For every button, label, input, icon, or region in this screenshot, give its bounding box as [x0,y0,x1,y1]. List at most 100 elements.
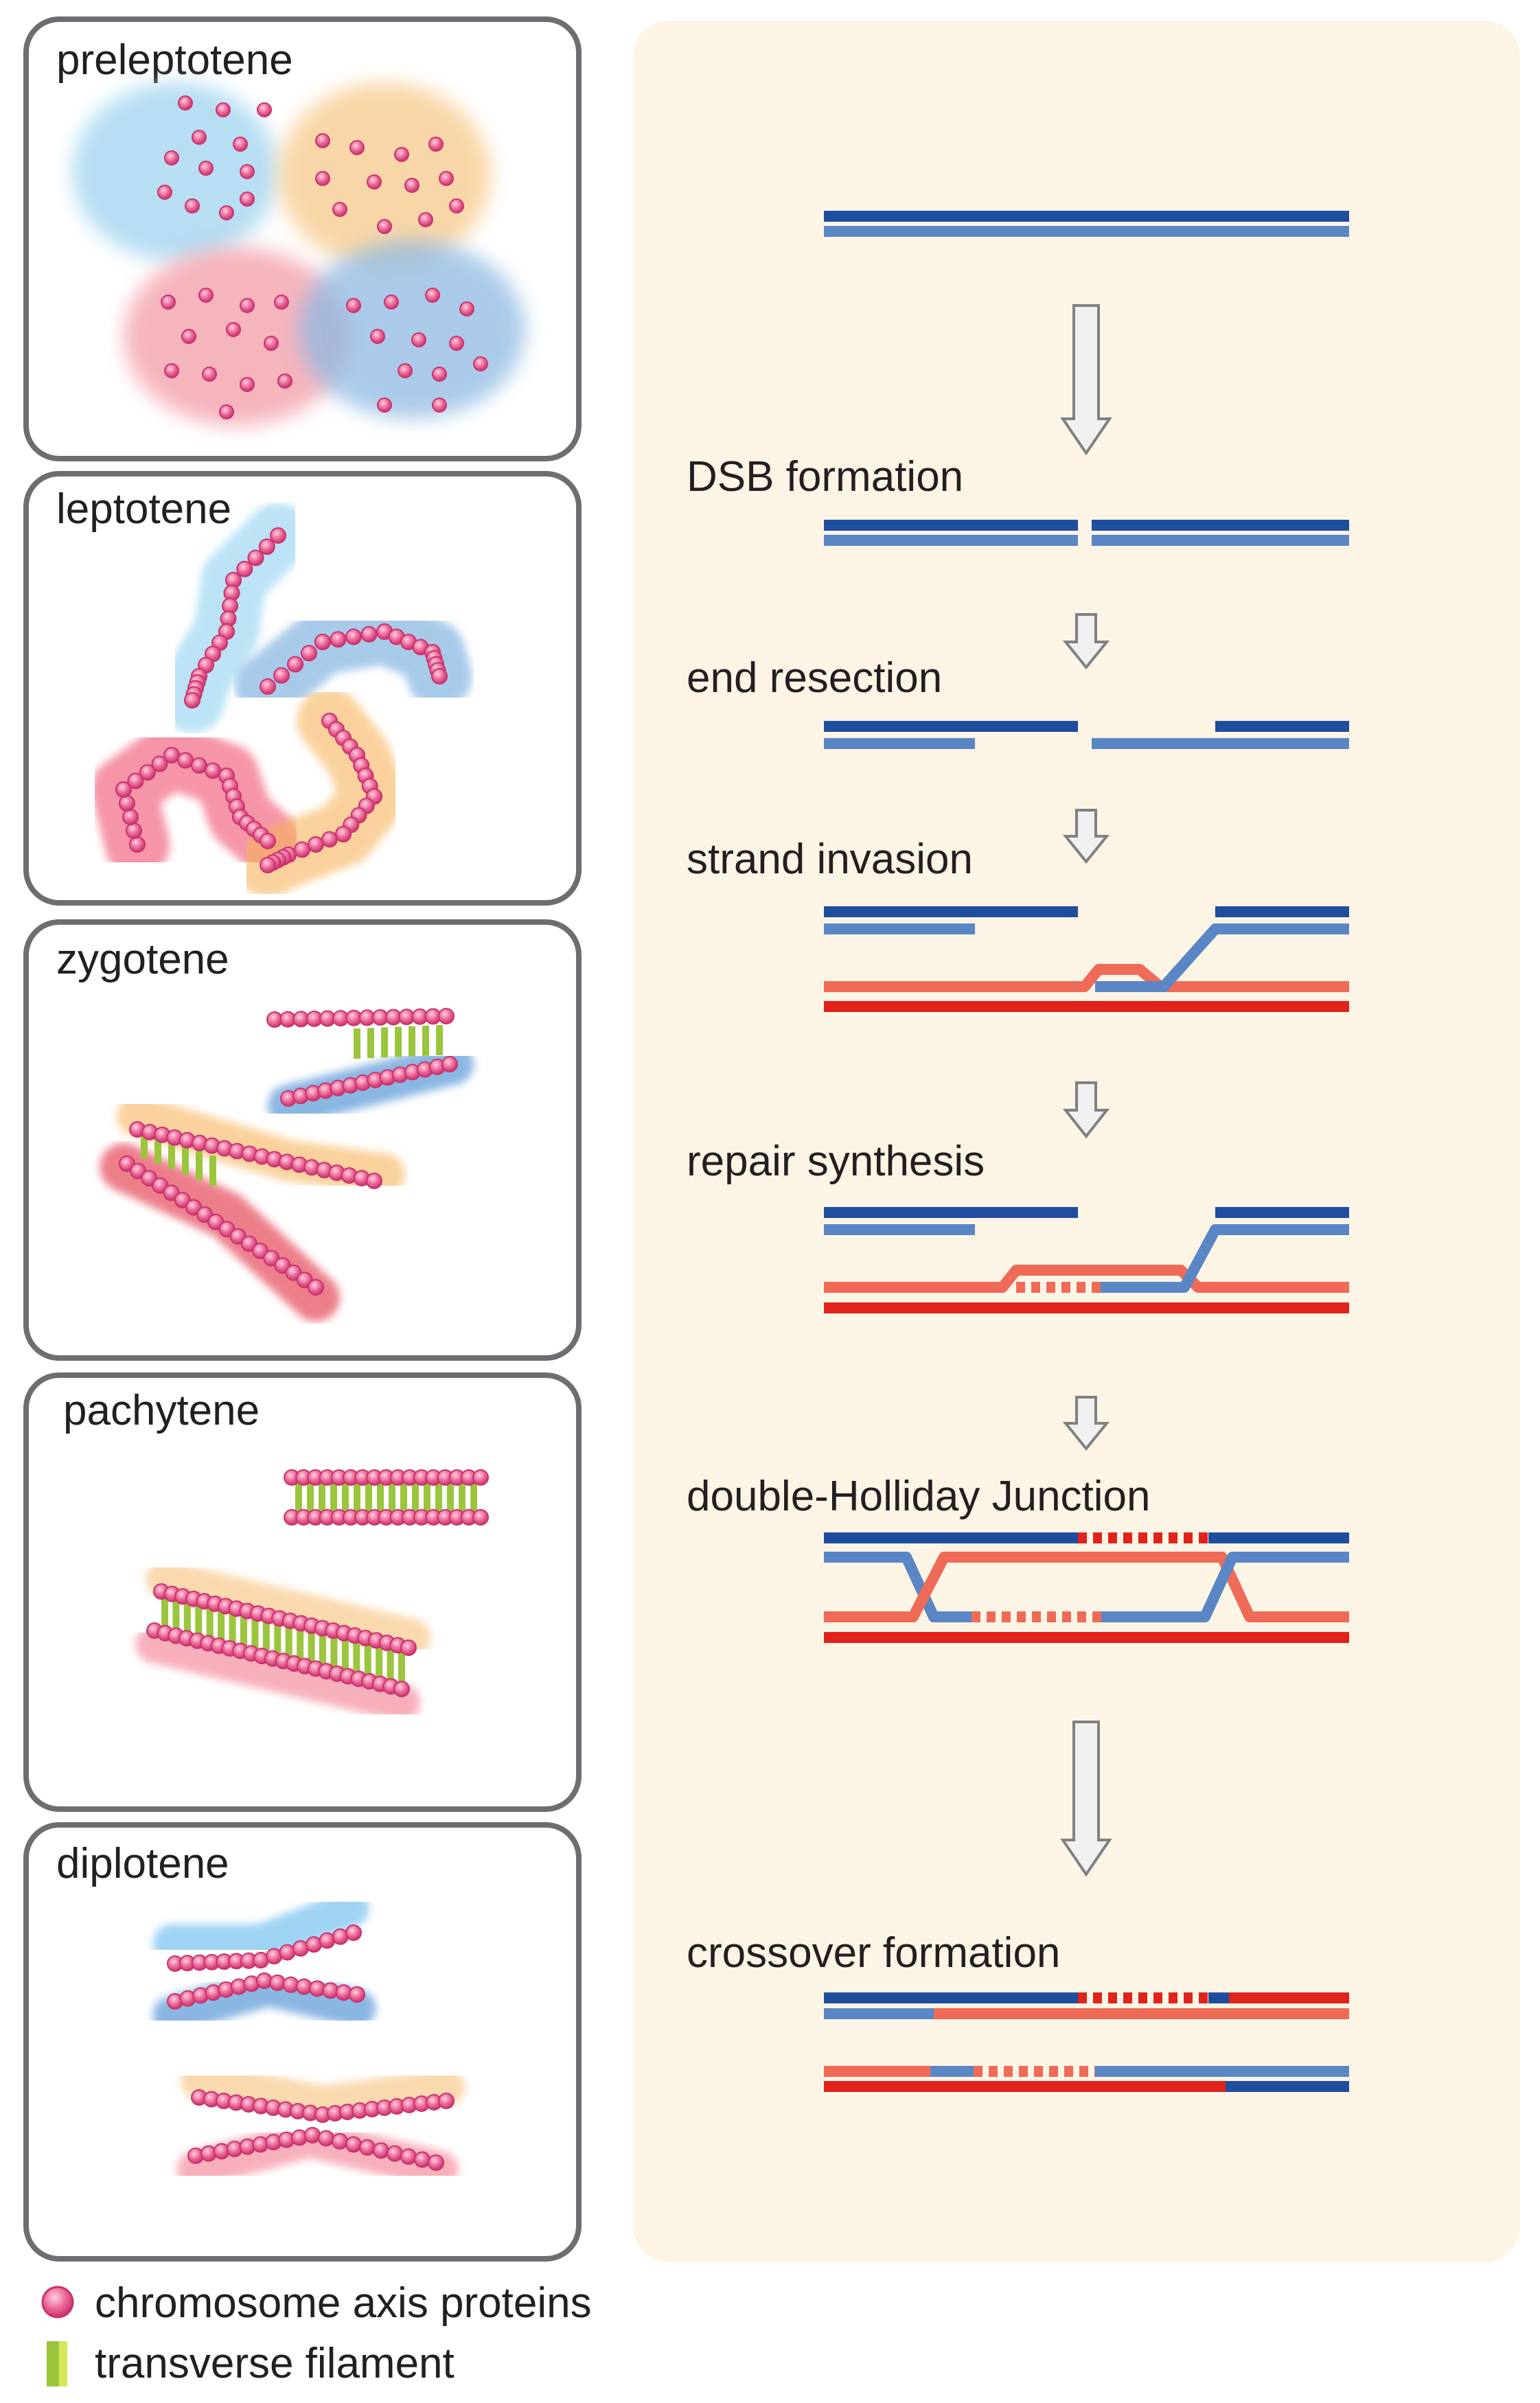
axis-protein-bead [432,398,447,413]
newly-synthesized-dna [987,1611,996,1622]
newly-synthesized-dna [1153,1992,1162,2003]
newly-synthesized-dna [1123,1532,1132,1543]
newly-synthesized-dna [1077,1611,1086,1622]
legend: chromosome axis proteins transverse fila… [41,2279,592,2387]
newly-synthesized-dna [1092,1282,1101,1293]
dna-strand [1226,2081,1349,2092]
axis-protein-bead [219,404,234,419]
axis-protein-bead [321,831,338,848]
diplotene-chromosomes [152,1889,466,2189]
transverse-filament [365,1480,372,1514]
axis-protein-bead [219,205,234,220]
newly-synthesized-dna [1031,1282,1040,1293]
axis-protein-bead [163,747,180,763]
transverse-filament [183,1598,191,1633]
transverse-filament [367,1028,374,1059]
transverse-filament [376,1642,383,1677]
axis-protein-bead [240,377,255,392]
donor-strand [824,1265,1349,1293]
axis-protein-bead [127,772,144,790]
axis-protein-bead [226,322,241,337]
down-arrow-icon [1060,1721,1112,1877]
dna-strand [1208,1532,1349,1543]
axis-protein-bead [438,1008,455,1024]
panel-diplotene [23,1822,582,2262]
axis-protein-bead [472,1509,489,1526]
axis-protein-bead [181,329,196,344]
process-arrows [1060,304,1112,1877]
axis-protein-bead [377,398,392,413]
invading-strand [1095,1224,1349,1293]
chromatin-loop-band [146,1560,431,1657]
donor-strand [824,1302,1349,1313]
newly-synthesized-dna [989,2066,998,2077]
axis-protein-bead [177,752,194,769]
newly-synthesized-dna [1092,1611,1101,1622]
axis-protein-bead [387,2145,403,2162]
axis-protein-bead [425,288,440,303]
dna-strand [930,2066,974,2077]
zygotene-chromosomes [100,989,474,1322]
legend-axis-proteins: chromosome axis proteins [95,2279,592,2327]
dna-strand [1092,535,1349,546]
holliday-strand [1099,1552,1349,1622]
axis-protein-bead [184,692,200,709]
axis-protein-bead [315,133,330,148]
newly-synthesized-dna [1093,1992,1102,2003]
axis-protein-bead [198,288,214,303]
axis-protein-bead [257,102,272,117]
axis-protein-bead [398,363,413,378]
transverse-filament [377,1480,384,1514]
recombination-panel [633,21,1520,2262]
dna-strand [824,1224,975,1235]
transverse-filament [435,1480,442,1514]
axis-protein-bead [335,826,352,842]
axis-protein-bead [258,538,275,555]
axis-protein-bead [414,2151,430,2168]
transverse-filament [209,1155,216,1186]
dna-strand [824,2081,1226,2092]
axis-protein-bead [161,295,176,310]
newly-synthesized-dna [1002,1611,1011,1622]
transverse-filament [195,1600,203,1635]
newly-synthesized-dna [1032,1611,1041,1622]
newly-synthesized-dna [1108,1992,1117,2003]
axis-protein-bead [400,2148,417,2165]
transverse-filament [182,1145,189,1175]
preleptotene-chromatin [72,82,525,426]
axis-protein-bead [157,185,172,200]
axis-protein-bead [314,634,331,650]
transverse-filament [330,1480,337,1514]
transverse-filament [285,1621,292,1656]
chromatin-loop-band [135,1625,421,1722]
transverse-filament [387,1645,394,1680]
step-label-dhj: double-Holliday Junction [687,1473,1151,1520]
newly-synthesized-dna [1046,1282,1055,1293]
dna-strand [824,906,1078,917]
axis-protein-bead [345,1924,362,1941]
newly-synthesized-dna [1016,1282,1025,1293]
axis-protein-bead [367,174,382,189]
newly-synthesized-dna [1184,1992,1193,2003]
transverse-filament [353,1637,360,1672]
invading-strand [1095,923,1349,992]
newly-synthesized-dna [1169,1532,1177,1543]
transverse-filament [341,1634,349,1669]
axis-protein-bead [233,137,248,152]
dna-strand [824,1532,1078,1543]
axis-protein-bead [441,1056,458,1072]
newly-synthesized-dna [1184,1532,1193,1543]
transverse-filament [196,1150,203,1180]
step-label-invasion: strand invasion [687,836,973,883]
dna-strand [1095,2066,1349,2077]
dna-strand [824,520,1078,531]
axis-protein-bead [318,2130,334,2147]
axis-protein-bead [394,147,409,162]
newly-synthesized-dna [1153,1532,1162,1543]
newly-synthesized-dna [1078,1992,1087,2003]
stage-label-pachytene: pachytene [63,1387,260,1434]
dna-strand-bottom [824,226,1349,237]
axis-protein-bead [438,2093,455,2109]
transverse-filament [161,1593,168,1627]
axis-protein-bead [308,836,324,853]
